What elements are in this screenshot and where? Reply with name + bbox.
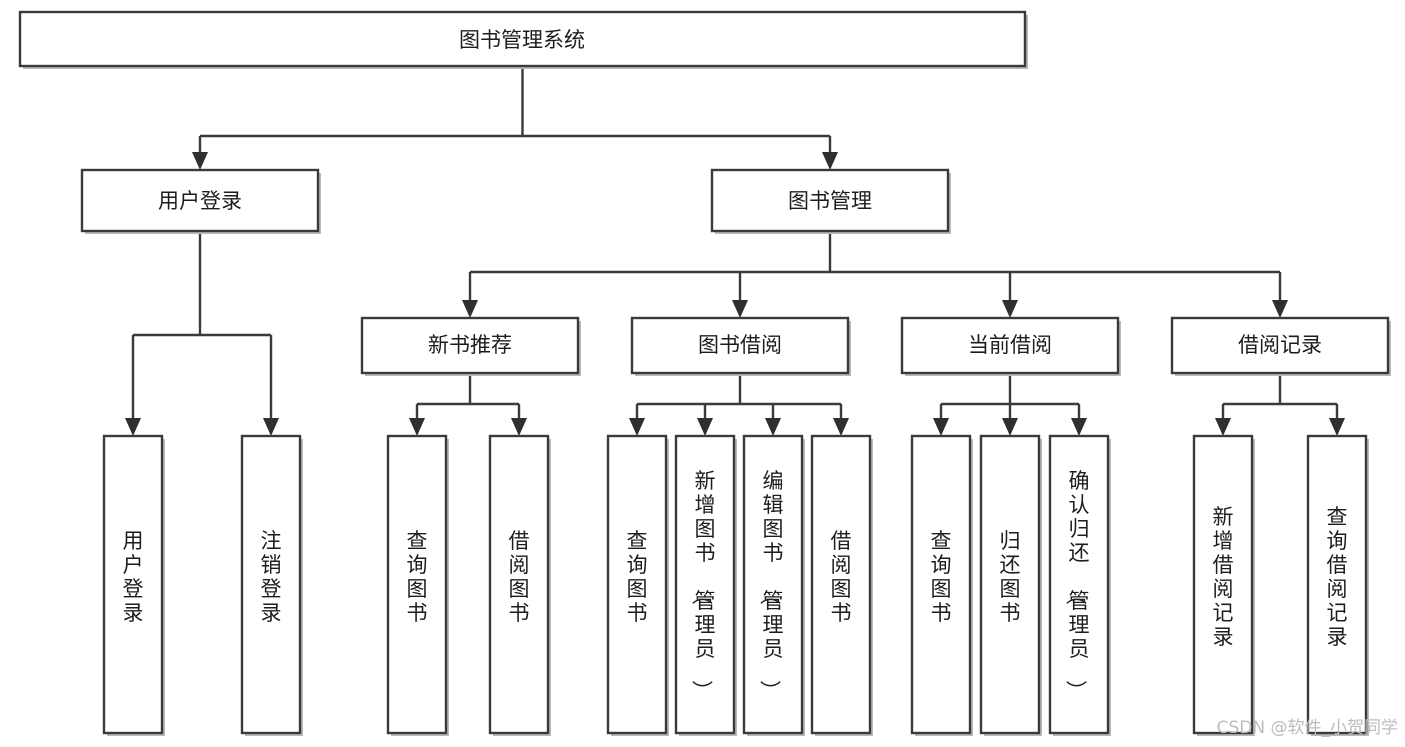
node-current-borrow[interactable]: 当前借阅	[900, 316, 1121, 376]
leaf-label: 确认归还（管理员）	[1064, 469, 1090, 701]
leaf-label: 注销登录	[261, 529, 282, 625]
leaf-node[interactable]: 新增借阅记录	[1192, 434, 1255, 736]
leaf-node[interactable]: 用户登录	[102, 434, 165, 736]
node-root-box	[18, 10, 1027, 68]
leaf-box	[488, 434, 550, 735]
arrow-user-login-l2-icon	[263, 418, 279, 436]
leaf-node[interactable]: 编辑图书（管理员）	[742, 434, 805, 736]
node-current-borrow-label: 当前借阅	[968, 333, 1052, 357]
node-current-borrow-box	[900, 316, 1120, 375]
leaf-label: 查询借阅记录	[1327, 505, 1348, 649]
leaf-box	[674, 434, 736, 735]
arrow-current-borrow-l2-icon	[1002, 418, 1018, 436]
leaf-label: 编辑图书（管理员）	[758, 469, 784, 701]
leaf-node[interactable]: 查询图书	[606, 434, 669, 736]
arrow-book-borrow-l2-icon	[697, 418, 713, 436]
node-new-book-recommend[interactable]: 新书推荐	[360, 316, 581, 376]
connector-book-mgmt-to-level3	[462, 233, 1288, 318]
leaf-box	[606, 434, 668, 735]
arrow-user-login-l1-icon	[125, 418, 141, 436]
arrow-new-book-l2-icon	[511, 418, 527, 436]
connector-root-to-level2	[192, 66, 838, 170]
leaf-box	[1048, 434, 1110, 735]
leaf-box	[1306, 434, 1368, 735]
arrow-to-book-borrow-icon	[732, 300, 748, 318]
csdn-watermark: CSDN @软件_小贺同学	[1217, 718, 1398, 738]
node-borrow-record-label: 借阅记录	[1238, 333, 1322, 357]
leaf-node[interactable]: 归还图书	[979, 434, 1042, 736]
leaf-box	[979, 434, 1041, 735]
leaf-node[interactable]: 查询图书	[386, 434, 449, 736]
leaf-box	[240, 434, 302, 735]
connector-user-login-to-leaves	[125, 233, 279, 436]
leaf-box	[102, 434, 164, 735]
node-new-book-recommend-label: 新书推荐	[428, 333, 512, 357]
arrow-book-borrow-l3-icon	[765, 418, 781, 436]
node-book-borrow-label: 图书借阅	[698, 333, 782, 357]
leaf-node[interactable]: 查询图书	[910, 434, 973, 736]
leaf-label: 借阅图书	[831, 529, 852, 625]
node-new-book-recommend-box	[360, 316, 580, 375]
arrow-new-book-l1-icon	[409, 418, 425, 436]
arrow-book-borrow-l4-icon	[833, 418, 849, 436]
connector-current-borrow-to-leaves	[933, 374, 1087, 436]
arrow-borrow-record-l2-icon	[1329, 418, 1345, 436]
arrow-book-borrow-l1-icon	[629, 418, 645, 436]
node-book-borrow[interactable]: 图书借阅	[630, 316, 851, 376]
connector-borrow-record-to-leaves	[1215, 374, 1345, 436]
node-book-management[interactable]: 图书管理	[710, 168, 951, 234]
leaf-label: 查询图书	[627, 529, 648, 625]
arrow-borrow-record-l1-icon	[1215, 418, 1231, 436]
leaf-box	[386, 434, 448, 735]
arrow-current-borrow-l3-icon	[1071, 418, 1087, 436]
node-user-login-box	[80, 168, 320, 233]
leaf-node[interactable]: 借阅图书	[810, 434, 873, 736]
node-root[interactable]: 图书管理系统	[18, 10, 1028, 69]
leaf-label: 新增图书（管理员）	[690, 469, 716, 701]
leaf-label: 查询图书	[931, 529, 952, 625]
arrow-to-book-mgmt-icon	[822, 152, 838, 170]
node-book-management-box	[710, 168, 950, 233]
node-root-label: 图书管理系统	[459, 28, 585, 52]
leaf-node[interactable]: 确认归还（管理员）	[1048, 434, 1111, 736]
connector-book-borrow-to-leaves	[629, 374, 849, 436]
node-book-management-label: 图书管理	[788, 189, 872, 213]
leaf-label: 新增借阅记录	[1213, 505, 1234, 649]
node-borrow-record-box	[1170, 316, 1390, 375]
leaf-box	[910, 434, 972, 735]
leaf-box	[810, 434, 872, 735]
node-user-login[interactable]: 用户登录	[80, 168, 321, 234]
arrow-to-current-borrow-icon	[1002, 300, 1018, 318]
leaf-node[interactable]: 注销登录	[240, 434, 303, 736]
leaf-label: 借阅图书	[509, 529, 530, 625]
node-book-borrow-box	[630, 316, 850, 375]
leaf-node[interactable]: 查询借阅记录	[1306, 434, 1369, 736]
leaf-box	[742, 434, 804, 735]
arrow-to-user-login-icon	[192, 152, 208, 170]
node-user-login-label: 用户登录	[158, 189, 242, 213]
arrow-to-borrow-record-icon	[1272, 300, 1288, 318]
arrow-to-new-book-icon	[462, 300, 478, 318]
leaf-label: 查询图书	[407, 529, 428, 625]
connector-new-book-to-leaves	[409, 374, 527, 436]
leaf-box	[1192, 434, 1254, 735]
leaf-label: 归还图书	[1000, 529, 1021, 625]
arrow-current-borrow-l1-icon	[933, 418, 949, 436]
leaf-node[interactable]: 借阅图书	[488, 434, 551, 736]
node-borrow-record[interactable]: 借阅记录	[1170, 316, 1391, 376]
leaf-label: 用户登录	[123, 529, 144, 625]
leaf-node[interactable]: 新增图书（管理员）	[674, 434, 737, 736]
